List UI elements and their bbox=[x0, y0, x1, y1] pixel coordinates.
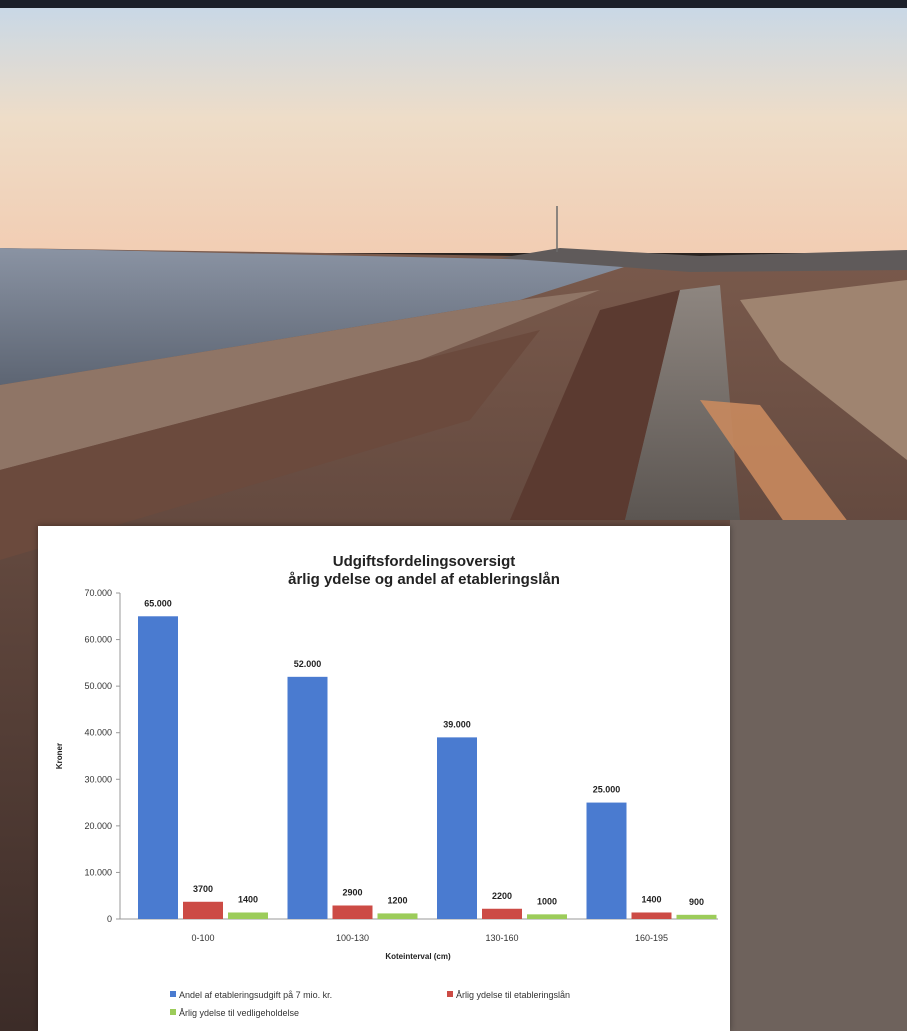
data-label: 1200 bbox=[387, 895, 407, 905]
y-tick-label: 70.000 bbox=[84, 588, 112, 598]
y-tick-label: 40.000 bbox=[84, 728, 112, 738]
bar bbox=[631, 912, 672, 919]
legend-item-label: Andel af etableringsudgift på 7 mio. kr. bbox=[179, 990, 332, 1000]
data-label: 2900 bbox=[342, 887, 362, 897]
legend-item-label: Årlig ydelse til etableringslån bbox=[456, 990, 570, 1000]
chart-panel: Udgiftsfordelingsoversigt årlig ydelse o… bbox=[38, 526, 730, 1031]
bar-chart: Udgiftsfordelingsoversigt årlig ydelse o… bbox=[55, 553, 718, 1018]
x-tick-labels: 0-100 100-130 130-160 160-195 bbox=[191, 933, 668, 943]
bars: 65.000 3700 1400 52.000 2900 1200 39.000 2200 10… bbox=[138, 598, 717, 919]
data-label: 1400 bbox=[238, 894, 258, 904]
y-tick-label: 0 bbox=[107, 914, 112, 924]
legend-swatch bbox=[170, 1009, 176, 1015]
bar bbox=[332, 905, 373, 919]
x-tick-label: 100-130 bbox=[336, 933, 369, 943]
data-label: 900 bbox=[689, 897, 704, 907]
data-label: 1400 bbox=[641, 894, 661, 904]
bar bbox=[437, 737, 477, 919]
data-label: 25.000 bbox=[593, 785, 621, 795]
bar bbox=[586, 802, 627, 919]
data-label: 39.000 bbox=[443, 719, 471, 729]
x-axis-title: Koteinterval (cm) bbox=[385, 952, 451, 961]
chart-legend: Andel af etableringsudgift på 7 mio. kr.… bbox=[170, 990, 570, 1018]
data-label: 2200 bbox=[492, 891, 512, 901]
y-axis-title: Kroner bbox=[55, 743, 64, 769]
bar bbox=[138, 616, 178, 919]
x-tick-label: 0-100 bbox=[191, 933, 214, 943]
data-label: 3700 bbox=[193, 884, 213, 894]
data-label: 65.000 bbox=[144, 598, 172, 608]
x-tick-label: 160-195 bbox=[635, 933, 668, 943]
bar bbox=[228, 912, 268, 919]
chart-subtitle: årlig ydelse og andel af etableringslån bbox=[288, 571, 560, 588]
y-tick-label: 10.000 bbox=[84, 867, 112, 877]
y-tick-label: 50.000 bbox=[84, 681, 112, 691]
bar bbox=[527, 914, 567, 919]
y-tick-label: 20.000 bbox=[84, 821, 112, 831]
data-label: 52.000 bbox=[294, 659, 322, 669]
bar bbox=[482, 908, 522, 919]
bar bbox=[676, 914, 717, 919]
legend-item-label: Årlig ydelse til vedligeholdelse bbox=[179, 1008, 299, 1018]
bar bbox=[377, 913, 418, 919]
y-tick-label: 30.000 bbox=[84, 774, 112, 784]
legend-swatch bbox=[447, 991, 453, 997]
x-tick-label: 130-160 bbox=[485, 933, 518, 943]
y-tick-labels: 0 10.000 20.000 30.000 40.000 50.000 60.000 70.… bbox=[84, 588, 120, 924]
chart-title: Udgiftsfordelingsoversigt bbox=[333, 553, 516, 570]
bar bbox=[183, 901, 223, 919]
data-label: 1000 bbox=[537, 896, 557, 906]
bar bbox=[287, 676, 328, 919]
y-tick-label: 60.000 bbox=[84, 635, 112, 645]
legend-swatch bbox=[170, 991, 176, 997]
